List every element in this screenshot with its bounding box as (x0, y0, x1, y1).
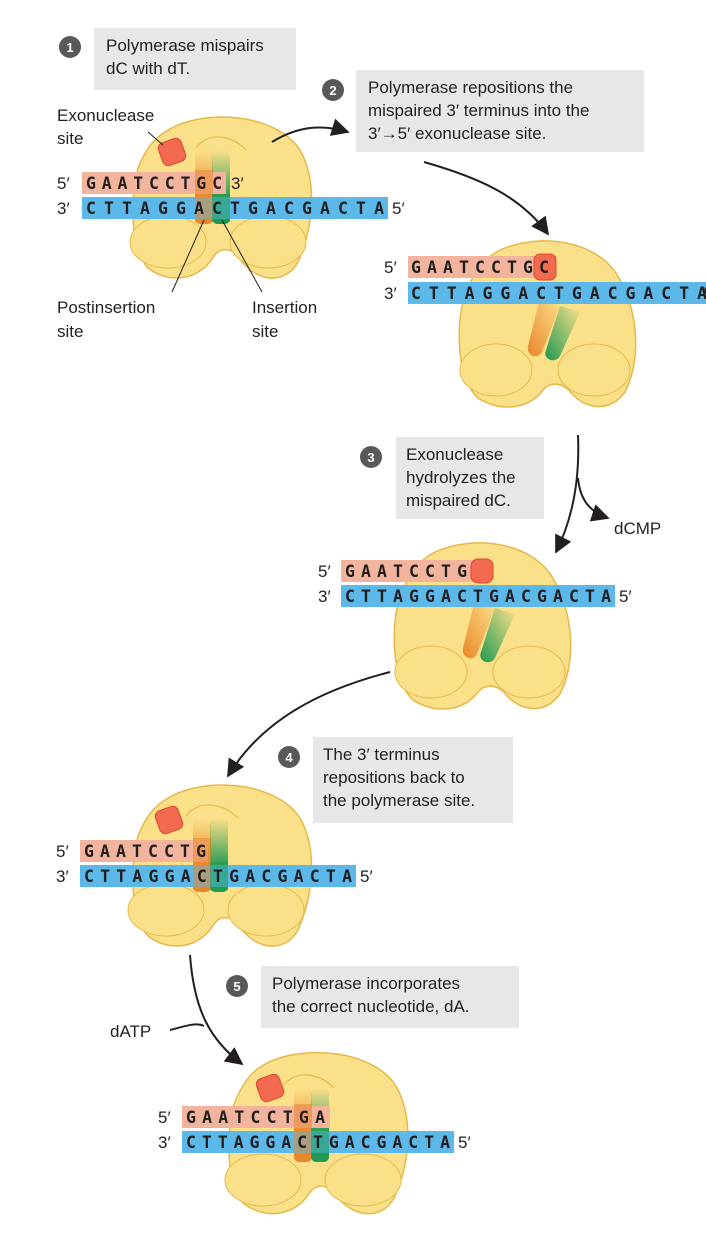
postinsertion-pointer (171, 219, 205, 293)
insertion-site-3 (480, 608, 515, 663)
primer-seq-2: GAATCCTGC (411, 258, 549, 277)
template-5-end-4: 5′ (360, 867, 373, 886)
step-1-line-1: Polymerase mispairs (106, 36, 264, 55)
template-3-end-2: 3′ (384, 284, 397, 303)
dna-3: 5′ GAATCCTG 3′ CTTAGGACTGACGACTA 5′ (318, 558, 632, 607)
primer-3-end-1: 3′ (231, 174, 244, 193)
template-seq-4: CTTAGGACTGACGACTA (84, 867, 352, 886)
arrow-2-to-2b (423, 161, 550, 236)
exonuclease-site-label-line-2: site (57, 129, 83, 148)
postinsertion-site-2 (527, 298, 560, 357)
step-3-box: 3 Exonuclease hydrolyzes the mispaired d… (360, 437, 544, 519)
primer-5-end-5: 5′ (158, 1108, 171, 1127)
template-5-end-3: 5′ (619, 587, 632, 606)
exonuclease-site-1 (157, 137, 187, 167)
arrow-1-to-2 (271, 118, 350, 143)
dna-5: 5′ GAATCCTGA 3′ CTTAGGACTGACGACTA 5′ (158, 1104, 471, 1156)
template-5-end-1: 5′ (392, 199, 405, 218)
insertion-pointer (221, 219, 263, 293)
arrow-2-to-3 (555, 434, 580, 554)
dna-2: 5′ GAATCCTGC 3′ CTTAGGACTGACGACTA 5′ (384, 253, 706, 304)
exonuclease-site-5 (255, 1073, 285, 1103)
hydrolyzed-dc-3 (470, 558, 494, 584)
exonuclease-site-label-line-1: Exonuclease (57, 106, 154, 125)
mispaired-dc-2 (533, 253, 557, 281)
step-5-badge (226, 975, 248, 997)
step-1-line-2: dC with dT. (106, 59, 190, 78)
step-1-badge (59, 36, 81, 58)
template-5-end-2: 5′ (703, 284, 706, 303)
primer-5-end-4: 5′ (56, 842, 69, 861)
step-4-line-1: The 3′ terminus (323, 745, 440, 764)
template-3-end-4: 3′ (56, 867, 69, 886)
insertion-site-label-line-1: Insertion (252, 298, 317, 317)
step-5-line-1: Polymerase incorporates (272, 974, 460, 993)
template-3-end-3: 3′ (318, 587, 331, 606)
postinsertion-site-3 (462, 600, 495, 659)
template-3-end-1: 3′ (57, 199, 70, 218)
step-4-box: 4 The 3′ terminus repositions back to th… (278, 737, 513, 823)
template-seq-2: CTTAGGACTGACGACTA (411, 284, 706, 303)
step-3-line-2: hydrolyzes the (406, 468, 516, 487)
exonuclease-pointer (147, 131, 164, 146)
step-2-number: 2 (329, 83, 336, 98)
template-seq-5: CTTAGGACTGACGACTA (186, 1133, 450, 1152)
primer-5-end-3: 5′ (318, 562, 331, 581)
primer-5-end-1: 5′ (57, 174, 70, 193)
step-3-number: 3 (367, 450, 374, 465)
step-1-number: 1 (66, 40, 73, 55)
arrow-4-to-5 (189, 954, 244, 1066)
template-seq-1: CTTAGGACTGACGACTA (86, 199, 384, 218)
step-2-box: 2 Polymerase repositions the mispaired 3… (322, 70, 644, 152)
step-4-badge (278, 746, 300, 768)
dna-1: 5′ GAATCCTGC 3′ 3′ CTTAGGACTGACGACTA 5′ (57, 170, 405, 222)
primer-seq-5: GAATCCTGA (186, 1108, 325, 1127)
step-3-line-3: mispaired dC. (406, 491, 511, 510)
insertion-site-label-line-2: site (252, 322, 278, 341)
step-1-box: 1 Polymerase mispairs dC with dT. (59, 28, 296, 90)
step-5-number: 5 (233, 979, 240, 994)
step-3-badge (360, 446, 382, 468)
postinsertion-site-label-line-2: site (57, 322, 83, 341)
dna-4: 5′ GAATCCTG 3′ CTTAGGACTGACGACTA 5′ (56, 838, 373, 890)
datp-label: dATP (110, 1022, 151, 1041)
step-4-number: 4 (285, 750, 293, 765)
primer-5-end-2: 5′ (384, 258, 397, 277)
step-4-line-2: repositions back to (323, 768, 465, 787)
step-3-line-1: Exonuclease (406, 445, 503, 464)
template-seq-3: CTTAGGACTGACGACTA (345, 587, 611, 606)
template-3-end-5: 3′ (158, 1133, 171, 1152)
insertion-site-2 (545, 306, 580, 361)
primer-seq-1: GAATCCTGC (86, 174, 222, 193)
exonuclease-site-4 (154, 805, 184, 835)
template-5-end-5: 5′ (458, 1133, 471, 1152)
datp-arrow-stub (169, 1023, 205, 1031)
step-2-line-1: Polymerase repositions the (368, 78, 573, 97)
step-5-box: 5 Polymerase incorporates the correct nu… (226, 966, 519, 1028)
postinsertion-site-label-line-1: Postinsertion (57, 298, 155, 317)
enzyme-3 (393, 542, 572, 710)
step-5-line-2: the correct nucleotide, dA. (272, 997, 470, 1016)
arrow-3-to-4 (227, 671, 391, 778)
dcmp-label: dCMP (614, 519, 661, 538)
arrow-dcmp (577, 477, 610, 522)
step-2-line-3: 3′→5′ exonuclease site. (368, 124, 546, 143)
step-4-line-3: the polymerase site. (323, 791, 475, 810)
step-2-badge (322, 79, 344, 101)
step-2-line-2: mispaired 3′ terminus into the (368, 101, 589, 120)
